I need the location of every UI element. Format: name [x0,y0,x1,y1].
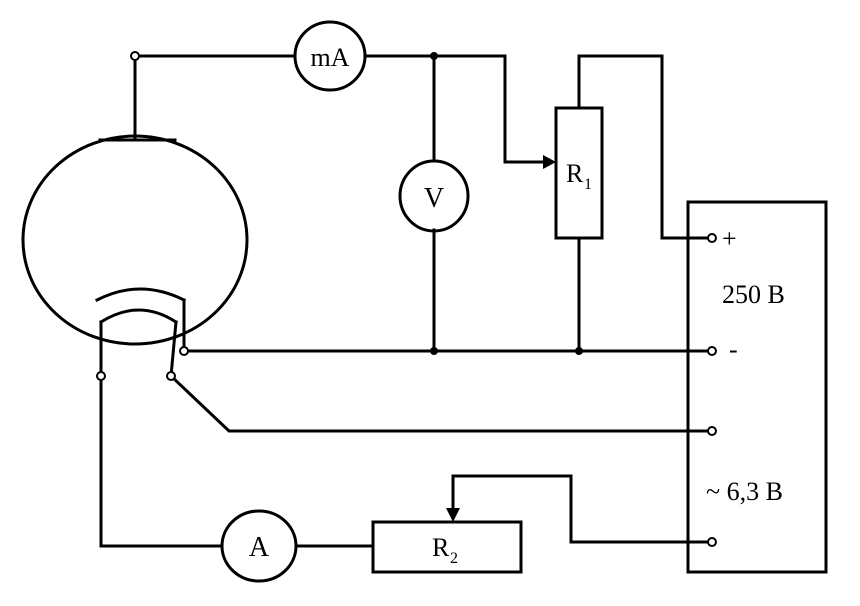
junction-dot [430,347,438,355]
tube-envelope [21,134,249,346]
r1-subscript: 1 [584,176,592,193]
terminal-supply-ac-1 [707,426,717,436]
milliammeter-label: mA [311,43,350,72]
milliammeter: mA [293,20,367,92]
junction-dot [575,347,583,355]
terminal-filament-right [166,371,176,381]
filament-right-lead [169,320,178,378]
wire-r1-top-to-plus [577,54,714,240]
plus-sign: + [722,224,737,253]
wire-filament-right [168,373,714,433]
r1-slider-arrow [543,155,556,169]
r1-label: R [566,159,584,188]
wire-to-r1-slider [503,54,547,164]
r2-label: R [432,533,450,562]
junctions [430,52,583,355]
filament-circuit-wires [99,373,714,548]
wire-filament-left [99,374,224,548]
terminal-supply-plus [707,233,717,243]
resistor-r2: R 2 [371,520,523,574]
r2-slider-arrow [446,508,460,522]
junction-dot [430,52,438,60]
ac-voltage-label: ~ 6,3 В [706,477,783,506]
terminal-supply-minus [707,346,717,356]
ammeter-label: A [249,532,270,563]
cathode-outer-arc [94,287,187,303]
wire-r2-slider [451,474,714,544]
dc-voltage-label: 250 В [722,280,785,309]
voltmeter: V [398,159,470,233]
voltmeter-label: V [424,183,444,214]
r2-subscript: 2 [450,550,458,567]
ammeter: A [220,509,298,583]
terminal-anode [130,51,140,61]
cathode-inner-arc [98,308,179,325]
terminal-filament-left [96,371,106,381]
terminal-supply-ac-2 [707,537,717,547]
vacuum-tube [21,54,249,378]
terminals [96,51,717,547]
minus-sign: - [729,335,738,364]
terminal-cathode [179,346,189,356]
resistor-r1: R 1 [554,106,604,240]
power-supply: + - 250 В ~ 6,3 В [686,200,828,574]
